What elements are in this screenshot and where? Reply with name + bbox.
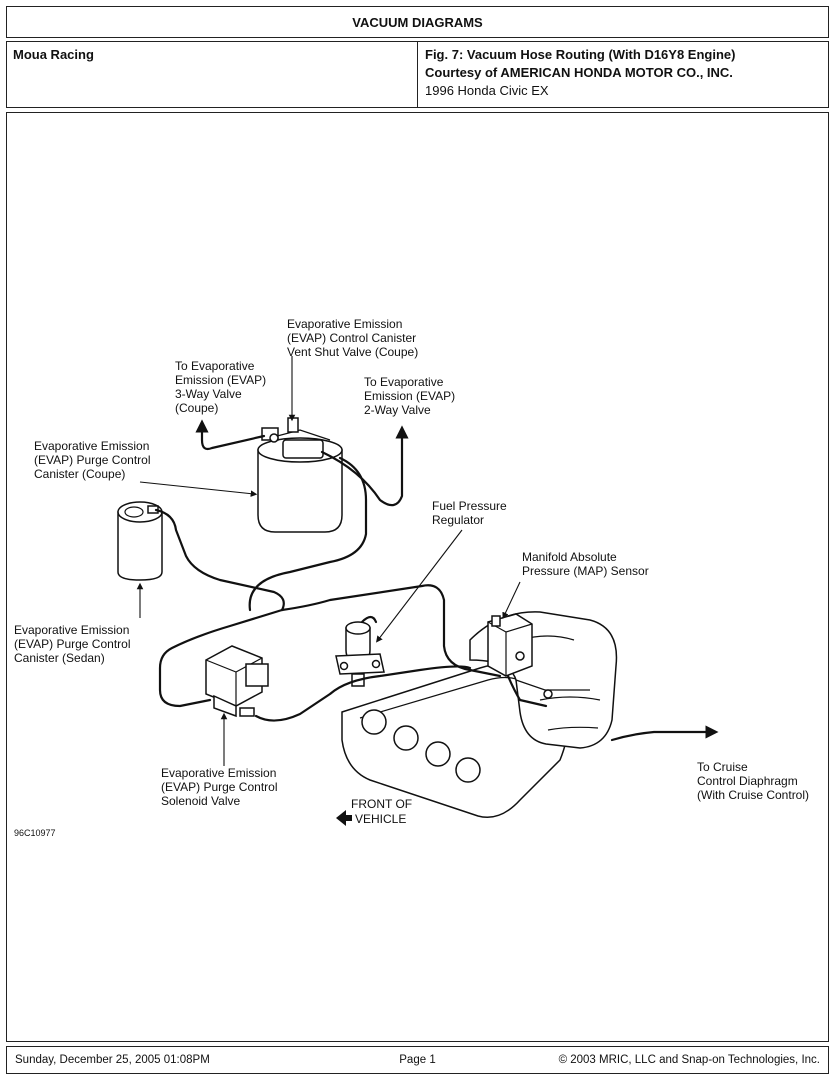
label-cruise-control: To Cruise Control Diaphragm (With Cruise…	[697, 760, 809, 802]
page-title: VACUUM DIAGRAMS	[6, 6, 829, 38]
purge-solenoid-valve	[205, 645, 269, 718]
header-right-cell: Fig. 7: Vacuum Hose Routing (With D16Y8 …	[417, 41, 829, 108]
figure-code: 96C10977	[14, 828, 56, 838]
fuel-pressure-regulator	[335, 615, 385, 687]
courtesy-line: Courtesy of AMERICAN HONDA MOTOR CO., IN…	[425, 65, 733, 80]
leader-lines	[136, 356, 521, 766]
label-canister-coupe: Evaporative Emission (EVAP) Purge Contro…	[34, 439, 154, 481]
source-label: Moua Racing	[13, 47, 94, 62]
front-arrow-icon	[336, 810, 352, 826]
label-two-way-valve: To Evaporative Emission (EVAP) 2-Way Val…	[364, 375, 458, 417]
intake-manifold	[341, 611, 618, 818]
label-front-of-vehicle: FRONT OF VEHICLE	[351, 797, 415, 826]
label-three-way-valve: To Evaporative Emission (EVAP) 3-Way Val…	[175, 359, 269, 415]
label-map-sensor: Manifold Absolute Pressure (MAP) Sensor	[522, 550, 649, 578]
vehicle-line: 1996 Honda Civic EX	[425, 83, 549, 98]
map-sensor	[487, 613, 553, 699]
title-text: VACUUM DIAGRAMS	[352, 14, 483, 30]
footer-page: Page 1	[399, 1054, 436, 1066]
label-purge-solenoid: Evaporative Emission (EVAP) Purge Contro…	[161, 766, 281, 808]
diagram-frame	[6, 112, 829, 1042]
label-fuel-pressure-regulator: Fuel Pressure Regulator	[432, 499, 510, 527]
figure-title: Fig. 7: Vacuum Hose Routing (With D16Y8 …	[425, 47, 736, 62]
canister-coupe	[257, 417, 343, 533]
label-vent-shut-valve: Evaporative Emission (EVAP) Control Cani…	[287, 317, 420, 359]
page-footer: Sunday, December 25, 2005 01:08PM Page 1…	[6, 1046, 829, 1074]
vacuum-hoses	[154, 419, 719, 742]
label-canister-sedan: Evaporative Emission (EVAP) Purge Contro…	[14, 623, 134, 665]
footer-date: Sunday, December 25, 2005 01:08PM	[15, 1054, 210, 1066]
canister-sedan	[117, 501, 163, 581]
footer-copyright: © 2003 MRIC, LLC and Snap-on Technologie…	[558, 1054, 820, 1066]
